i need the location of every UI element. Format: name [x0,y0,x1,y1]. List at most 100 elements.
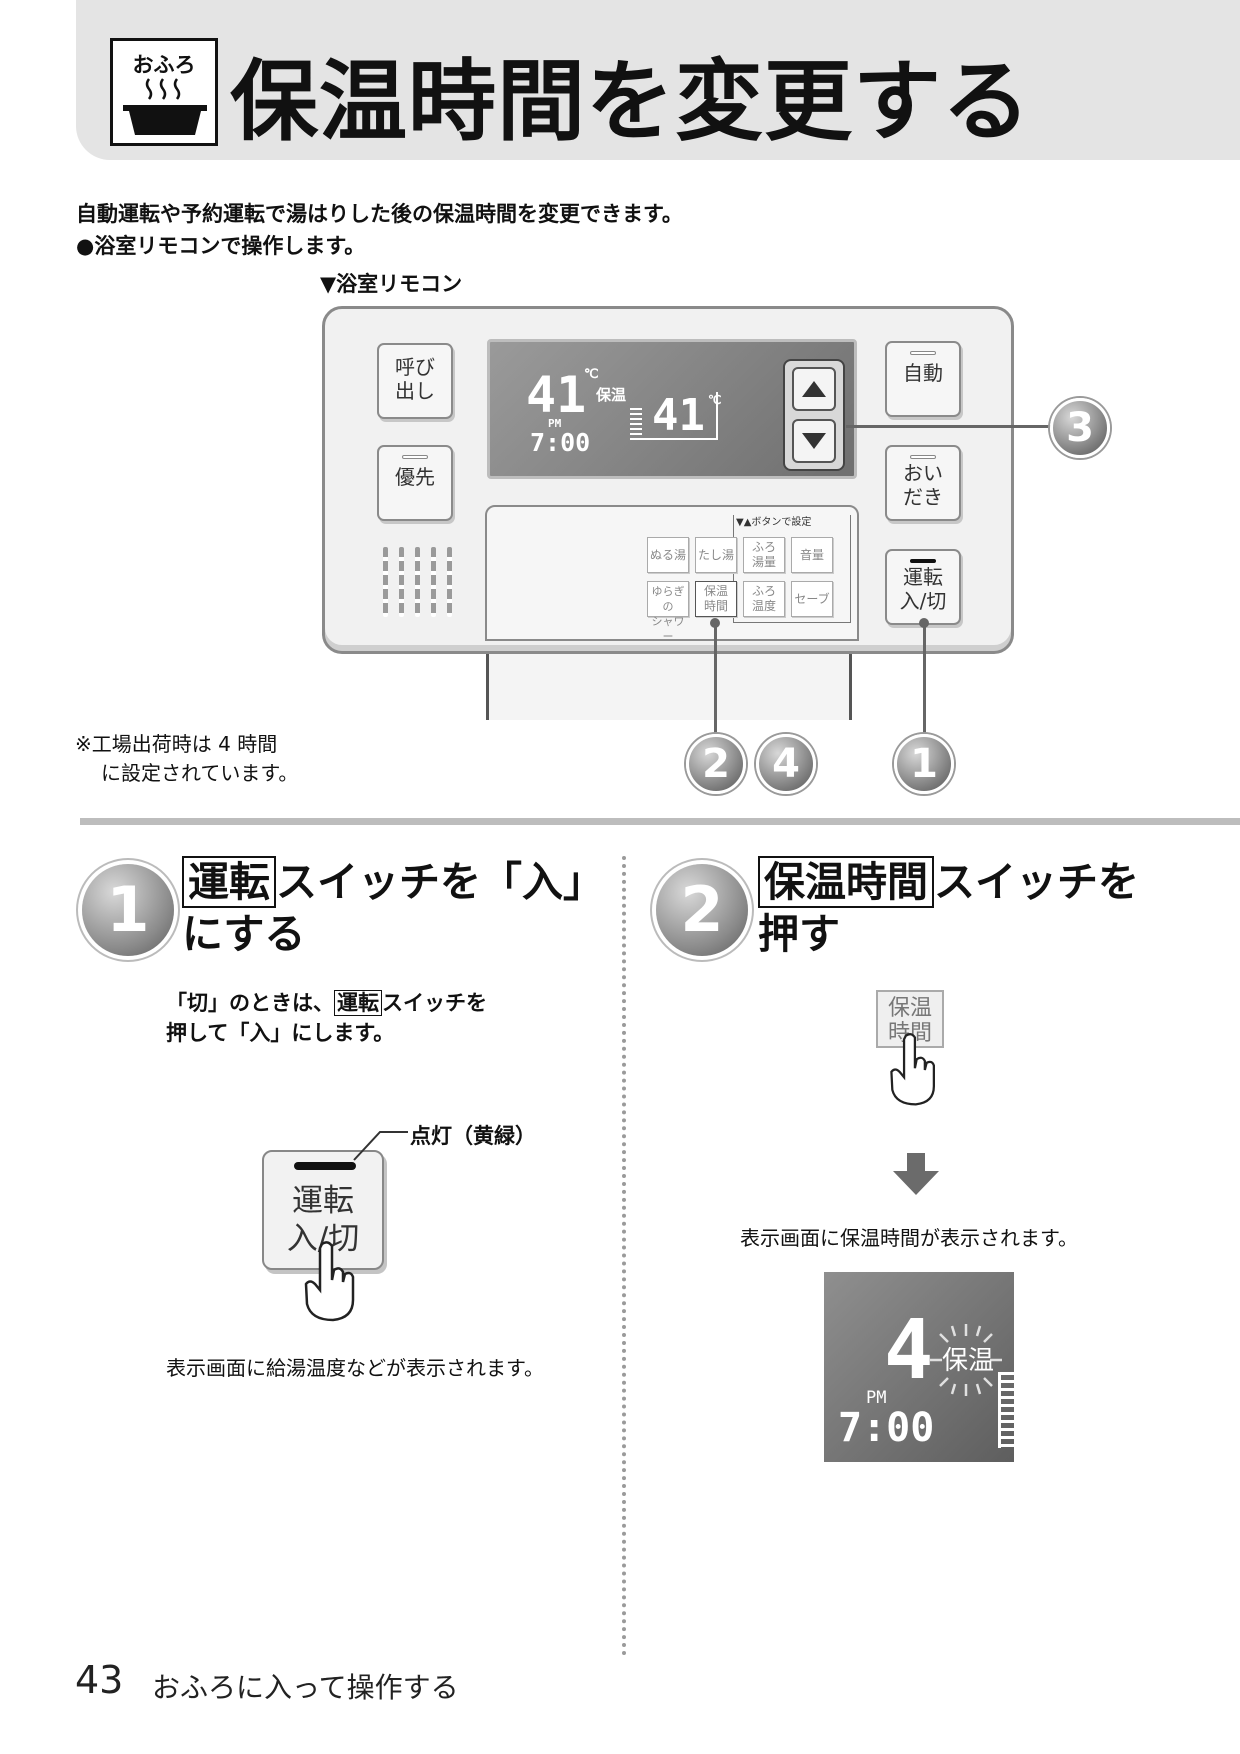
hoon-jikan-button[interactable]: 保温 時間 [695,581,737,617]
factory-setting-note: ※工場出荷時は 4 時間 に設定されています。 [75,730,298,788]
speaker-slot [415,547,420,617]
blink-burst-icon [930,1324,1002,1396]
lcd-hoon-time-display: 4 保温 PM 7:00 [824,1272,1014,1462]
lcd-temperature-unit: ℃ [584,367,599,382]
callout-4-badge: 4 [756,734,816,794]
step-1-desc-line2: 押して「入」にします。 [166,1021,395,1045]
arrow-button-panel [783,359,845,471]
lcd-hoon-frame [630,392,718,440]
priority-indicator [402,455,428,459]
furo-ondo-button[interactable]: ふろ 温度 [743,581,785,617]
oidaki-button[interactable]: おい だき [885,445,961,521]
lcd-clock: 7:00 [530,428,591,457]
yuragi-label-2: シャワー [651,615,685,643]
note-line-2: に設定されています。 [101,761,299,785]
speaker-slot [383,547,388,617]
lcd-hoon-label: 保温 [942,1346,995,1376]
remote-cover: ▼▲ボタンで設定 ぬる湯 たし湯 ふろ 湯量 音量 ゆらぎの シャワー 保温 時… [485,505,859,643]
lamp-leader-line [353,1131,408,1161]
down-button[interactable] [792,419,836,463]
lcd-hoon-temperature-unit: ℃ [708,393,722,407]
step-2-title: 保温時間スイッチを 押す [758,856,1139,960]
down-arrow-icon [802,433,826,449]
bath-icon: おふろ [110,38,218,146]
volume-button-label: 音量 [799,548,824,562]
nuruyu-button-label: ぬる湯 [649,548,686,562]
hoon-jikan-label-2: 時間 [703,599,728,613]
power-lamp-on [294,1162,356,1170]
bathroom-remote: 呼び 出し 優先 41 ℃ 保温 PM 7:00 41 ℃ 自動 おい だき [322,306,1014,654]
priority-button[interactable]: 優先 [377,445,453,521]
furo-yuryo-label-2: 湯量 [751,555,776,569]
step-2-result: 表示画面に保温時間が表示されます。 [740,1226,1078,1250]
callout-1-dot [919,618,929,628]
big-btn-label-1: 運転 [292,1183,354,1219]
step-1-result: 表示画面に給湯温度などが表示されます。 [166,1356,544,1380]
up-button[interactable] [792,367,836,411]
lcd-hoon-hours: 4 [884,1303,934,1398]
call-button[interactable]: 呼び 出し [377,343,453,419]
power-button-label-1: 運転 [903,565,943,589]
lcd-clock: 7:00 [838,1405,935,1451]
save-button[interactable]: セーブ [791,581,833,617]
save-button-label: セーブ [794,592,830,606]
step-2-badge: 2 [656,864,748,956]
lcd-hoon-temperature: 41 [652,390,705,441]
step-1-title: 運転スイッチを「入」 にする [182,856,604,960]
lcd-hoon-label: 保温 [596,386,627,404]
bath-icon-label: おふろ [132,53,196,77]
yuragi-shower-button[interactable]: ゆらぎの シャワー [647,581,689,643]
oidaki-button-label-1: おい [903,461,943,485]
step-2-title-line2: 押す [758,910,840,958]
furo-ondo-label-1: ふろ [751,584,776,598]
furo-yuryo-label-1: ふろ [751,540,776,554]
nuruyu-button[interactable]: ぬる湯 [647,537,689,573]
page-title: 保温時間を変更する [230,50,1032,153]
bathtub-icon [123,78,207,135]
yuragi-label-1: ゆらぎの [651,585,685,613]
step-1-title-line2: にする [182,910,306,958]
step-2-title-key: 保温時間 [758,856,934,908]
step-1-badge: 1 [82,864,174,956]
step-1-description: 「切」のときは、運転スイッチを 押して「入」にします。 [166,988,487,1048]
header-band [76,0,1240,160]
lcd-temperature: 41 [526,366,587,424]
callout-2-badge: 2 [686,734,746,794]
section-name: おふろに入って操作する [152,1671,459,1704]
callout-2-dot [710,618,720,628]
step-1-title-rest: スイッチを「入」 [276,858,604,906]
speaker-slot [431,547,436,617]
callout-3-line [846,425,1054,428]
callout-1-line [923,625,926,734]
tashiyu-button[interactable]: たし湯 [695,537,737,573]
up-arrow-icon [802,381,826,397]
speaker-grille [383,547,463,617]
speaker-slot [447,547,452,617]
power-button-label-2: 入/切 [899,589,947,613]
hoon-jikan-label-1: 保温 [703,584,728,598]
call-button-label-2: 出し [395,379,435,403]
lcd-pm-label: PM [548,417,562,430]
column-divider [622,856,626,1656]
lcd-level-bar [998,1372,1014,1448]
step-2-title-rest: スイッチを [934,858,1139,906]
page-number: 43 [75,1658,124,1702]
small-btn-label-1: 保温 [887,996,932,1021]
lcd-pm-label: PM [866,1388,887,1408]
call-button-label-1: 呼び [395,355,435,379]
figure-label: ▼浴室リモコン [320,272,463,296]
oidaki-indicator [910,455,936,459]
setting-hint-label: ▼▲ボタンで設定 [736,517,812,528]
power-button[interactable]: 運転 入/切 [885,549,961,625]
intro-text: 自動運転や予約運転で湯はりした後の保温時間を変更できます。 [76,202,683,226]
section-divider [80,818,1240,825]
callout-1-badge: 1 [894,734,954,794]
callout-3-badge: 3 [1050,398,1110,458]
step-1-desc-pre: 「切」のときは、 [166,991,334,1015]
furo-ondo-label-2: 温度 [751,599,776,613]
auto-button[interactable]: 自動 [885,341,961,417]
furo-yuryo-button[interactable]: ふろ 湯量 [743,537,785,573]
volume-button[interactable]: 音量 [791,537,833,573]
note-line-1: ※工場出荷時は 4 時間 [75,732,278,756]
lamp-label: 点灯（黄緑） [410,1124,536,1148]
